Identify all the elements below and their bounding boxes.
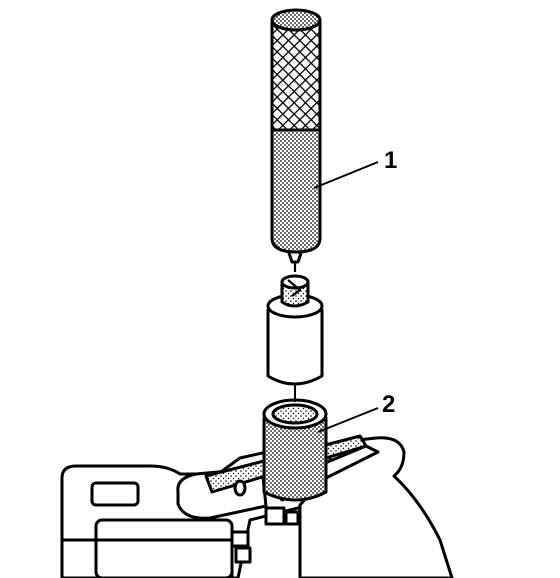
driver-knurled-grip bbox=[270, 20, 322, 132]
vise-base-lower bbox=[60, 538, 234, 578]
leader-line-1 bbox=[313, 161, 379, 189]
vise-bottom-plate bbox=[94, 518, 234, 578]
driver-end-cap bbox=[270, 8, 322, 32]
callout-label-2: 2 bbox=[382, 391, 395, 418]
vise-screw-block-4 bbox=[284, 510, 300, 526]
callout-2: 2 bbox=[317, 391, 395, 433]
leader-line-2 bbox=[317, 407, 379, 433]
receiver-cup-body bbox=[262, 416, 328, 502]
callout-label-1: 1 bbox=[384, 147, 397, 174]
pressed-component bbox=[266, 274, 324, 402]
receiver-cup-bore bbox=[271, 403, 319, 425]
component-body bbox=[266, 308, 324, 386]
vise-screw-block-3 bbox=[264, 506, 286, 526]
component-stem-slot bbox=[287, 279, 302, 297]
jaw-slot bbox=[233, 479, 247, 497]
component-stem-top bbox=[280, 274, 310, 290]
driver-lower-grip bbox=[270, 128, 322, 254]
vise-jaw-insert bbox=[90, 481, 140, 507]
vise-screw-block-1 bbox=[230, 530, 250, 548]
driver-handle-tool-1 bbox=[270, 8, 322, 272]
callout-1: 1 bbox=[313, 147, 397, 189]
bench-vise bbox=[60, 434, 454, 578]
vise-screw-block-2 bbox=[234, 546, 252, 564]
receiver-cup-tool-2 bbox=[262, 398, 328, 502]
